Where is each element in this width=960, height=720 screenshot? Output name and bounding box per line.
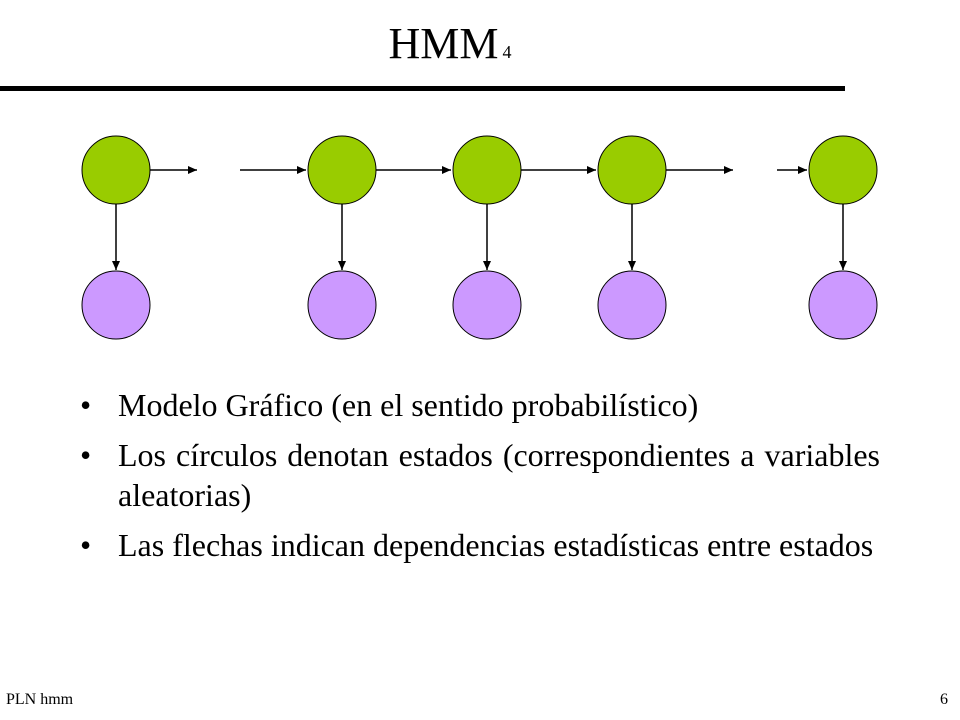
slide-title-subscript: 4 xyxy=(502,42,512,62)
bullet-glyph: • xyxy=(80,527,92,563)
observation-node xyxy=(452,270,522,340)
hidden-state-node xyxy=(307,135,377,205)
bullet-item: • Los círculos denotan estados (correspo… xyxy=(80,435,880,515)
page-number: 6 xyxy=(940,691,948,708)
hidden-state-node xyxy=(452,135,522,205)
bullet-text: Modelo Gráfico (en el sentido probabilís… xyxy=(118,387,699,423)
bullet-item: • Modelo Gráfico (en el sentido probabil… xyxy=(80,385,880,425)
bullet-list: • Modelo Gráfico (en el sentido probabil… xyxy=(80,385,880,575)
observation-node xyxy=(81,270,151,340)
bullet-glyph: • xyxy=(80,437,92,473)
bullet-glyph: • xyxy=(80,387,92,423)
hidden-state-node xyxy=(597,135,667,205)
hmm-diagram xyxy=(81,135,878,340)
slide-title-text: HMM xyxy=(388,19,499,68)
bullet-item: • Las flechas indican dependencias estad… xyxy=(80,525,880,565)
observation-node xyxy=(597,270,667,340)
observation-node xyxy=(808,270,878,340)
title-divider xyxy=(0,86,845,91)
bullet-text: Los círculos denotan estados (correspond… xyxy=(118,437,880,513)
bullet-text: Las flechas indican dependencias estadís… xyxy=(118,527,874,563)
hidden-state-node xyxy=(808,135,878,205)
hidden-state-node xyxy=(81,135,151,205)
footer-label: PLN hmm xyxy=(6,691,74,708)
observation-node xyxy=(307,270,377,340)
